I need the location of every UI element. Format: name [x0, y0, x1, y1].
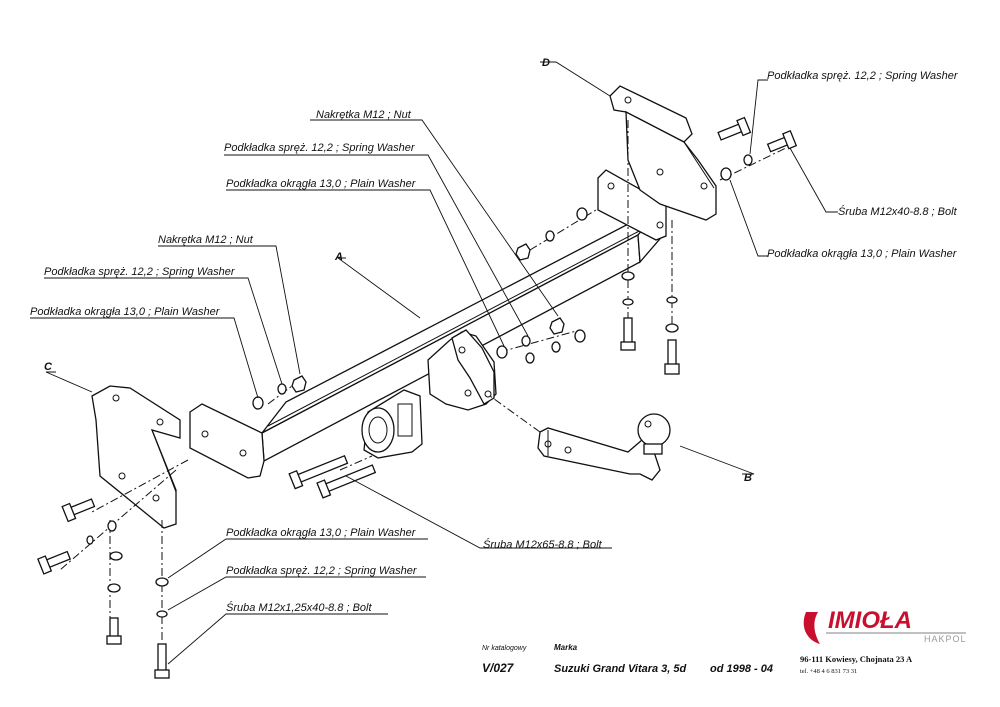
label-mid-spring-washer: Podkładka spręż. 12,2 ; Spring Washer [224, 142, 416, 154]
left-plate-hole [239, 449, 247, 457]
company-address: 96-111 Kowiesy, Chojnata 23 A [800, 654, 913, 664]
vehicle-model: Suzuki Grand Vitara 3, 5d [554, 663, 687, 675]
label-d: D [542, 57, 550, 69]
center-bracket-plate [451, 329, 495, 405]
left-plate-hole [201, 430, 209, 438]
right-plate-hole [656, 221, 664, 229]
right-plate-hole [607, 182, 615, 190]
label-left-plain-washer: Podkładka okrągła 13,0 ; Plain Washer [30, 306, 221, 318]
label-mid-nut: Nakrętka M12 ; Nut [316, 109, 412, 121]
label-right-plain-washer: Podkładka okrągła 13,0 ; Plain Washer [767, 248, 958, 260]
ball-hitch-b [537, 413, 671, 481]
label-left-nut: Nakrętka M12 ; Nut [158, 234, 254, 246]
logo-subtext: HAKPOL [924, 634, 967, 644]
label-center-bolt: Śruba M12x65-8.8 ; Bolt [483, 538, 603, 551]
label-right-bolt: Śruba M12x40-8.8 ; Bolt [838, 205, 958, 218]
axis-line [719, 145, 791, 181]
catalog-caption: Nr katalogowy [482, 645, 527, 652]
logo-text: IMIOŁA [828, 607, 912, 634]
left-end-plate [189, 403, 265, 479]
axis-line [489, 395, 541, 433]
bracket-c [91, 385, 181, 529]
label-bottom-plain-washer: Podkładka okrągła 13,0 ; Plain Washer [226, 527, 417, 539]
axis-line [339, 455, 373, 471]
right-end-plate [597, 169, 667, 241]
label-b: B [744, 472, 752, 484]
label-bottom-spring-washer: Podkładka spręż. 12,2 ; Spring Washer [226, 565, 418, 577]
vehicle-years: od 1998 - 04 [710, 663, 773, 675]
catalog-number: V/027 [482, 661, 515, 675]
label-right-spring-washer: Podkładka spręż. 12,2 ; Spring Washer [767, 70, 959, 82]
axis-line [499, 329, 581, 353]
company-phone: tel. +48 4 6 831 73 31 [800, 668, 857, 675]
label-mid-plain-washer: Podkładka okrągła 13,0 ; Plain Washer [226, 178, 417, 190]
bracket-d [609, 85, 717, 221]
axis-line [59, 469, 177, 571]
company-logo: IMIOŁA HAKPOL [803, 607, 967, 644]
label-bottom-bolt: Śruba M12x1,25x40-8.8 ; Bolt [226, 601, 372, 614]
brand-caption: Marka [554, 643, 578, 652]
axis-line [91, 459, 189, 513]
socket-plate [361, 389, 423, 459]
label-c: C [44, 361, 53, 373]
leader-lines [30, 61, 838, 665]
label-a: A [334, 251, 343, 263]
label-left-spring-washer: Podkładka spręż. 12,2 ; Spring Washer [44, 266, 236, 278]
logo-swoosh-icon [803, 612, 820, 644]
fasteners [37, 116, 798, 679]
